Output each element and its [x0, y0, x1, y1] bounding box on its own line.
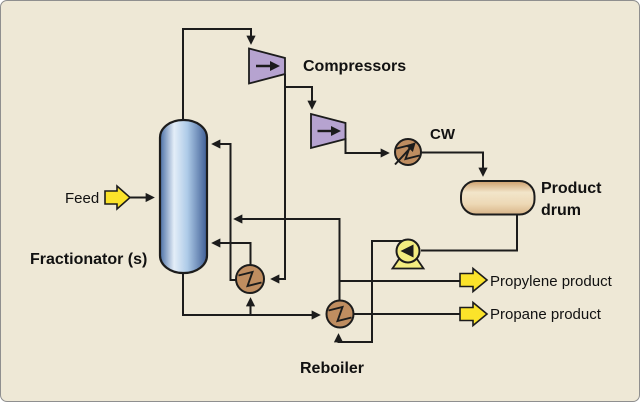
pipe-compressor2-to-cooler: [344, 138, 390, 158]
pipe-drum-to-pump: [421, 211, 518, 252]
propane-stream-arrow: [459, 300, 489, 328]
propane-product-label: Propane product: [490, 306, 601, 323]
pipe-reflux-to-column: [211, 139, 236, 281]
pipe-column-bottoms-to-reboiler: [182, 271, 321, 320]
product-drum-vessel: [460, 180, 536, 216]
flow-direction-icon: [317, 126, 341, 136]
reflux-pump: [390, 238, 426, 270]
compressor-2: [310, 112, 347, 150]
pipe-overhead-to-compressor1: [182, 28, 256, 122]
fractionator-column: [158, 118, 209, 275]
propylene-stream-arrow: [459, 266, 489, 294]
feed-label: Feed: [65, 190, 100, 207]
product-drum-label: Product drum: [541, 180, 602, 219]
heat-exchanger-zigzag-icon: [328, 305, 352, 323]
compressors-label: Compressors: [303, 58, 407, 75]
reboiler-exchanger: [325, 299, 355, 329]
cw-cooler: [394, 138, 422, 166]
flow-direction-icon: [400, 244, 414, 258]
pipe-interstage: [284, 74, 317, 110]
flow-direction-icon: [256, 61, 280, 71]
feed-stream-arrow: [104, 184, 132, 211]
pipe-interreboiler-to-column: [211, 238, 252, 266]
interreboiler-exchanger: [235, 264, 265, 294]
compressor-1: [248, 47, 286, 85]
propylene-product-label: Propylene product: [490, 273, 612, 290]
pipe-cooler-to-drum: [421, 151, 488, 177]
piping: [130, 28, 518, 343]
cooling-water-label: CW: [430, 126, 455, 143]
pipe-compressor1-to-interreboiler: [270, 87, 286, 284]
cooling-arrow-icon: [394, 142, 416, 166]
reboiler-label: Reboiler: [300, 360, 365, 377]
fractionator-label: Fractionator (s): [30, 251, 148, 268]
pipe-pump-to-reboiler: [333, 240, 403, 343]
pipe-reboiler-to-reflux-header: [233, 214, 341, 301]
heat-exchanger-zigzag-icon: [238, 270, 262, 288]
